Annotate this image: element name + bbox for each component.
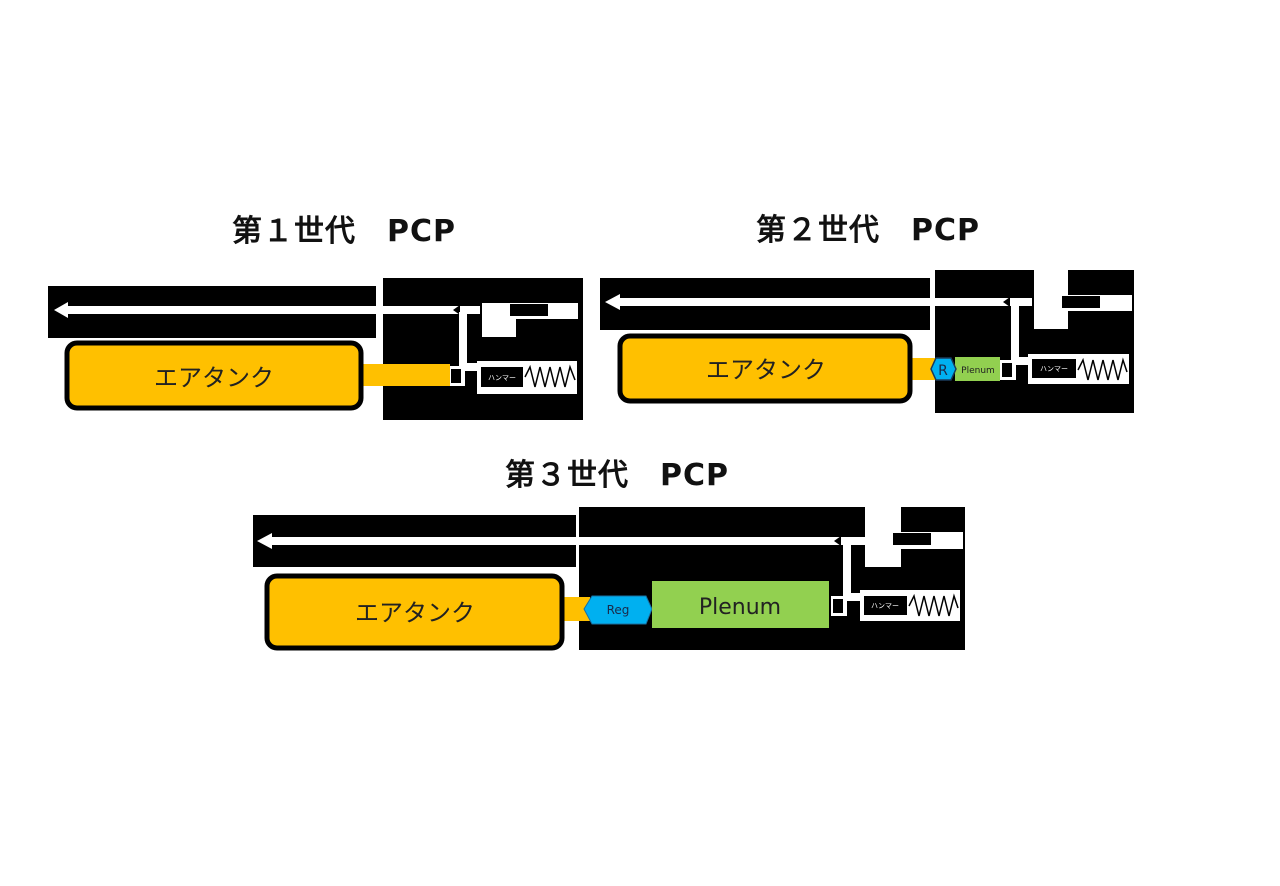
- gen2-regulator-label: R: [938, 363, 948, 379]
- gen2-spring: [1077, 357, 1128, 381]
- gen2-air-tank: [617, 333, 913, 404]
- gen3-hammer: [864, 596, 907, 615]
- gen2-air-tank-label: エアタンク: [706, 356, 826, 384]
- gen1-hammer-label: ハンマー: [488, 374, 516, 382]
- gen3-spring: [908, 593, 959, 617]
- gen2-regulator: [930, 357, 957, 381]
- gen1-receiver: [383, 278, 583, 420]
- gen3-regulator-label: Reg: [607, 603, 630, 617]
- gen1-hammer: [481, 367, 523, 387]
- gen2-plenum: [955, 357, 1000, 381]
- gen3-plenum-label: Plenum: [699, 595, 781, 620]
- gen1-arrow-icon: [54, 302, 68, 318]
- gen3-air-tank-label: エアタンク: [355, 599, 475, 627]
- gen3-title: 第３世代 PCP: [505, 458, 729, 493]
- gen3-bolt: [893, 533, 931, 545]
- gen1-title: 第１世代 PCP: [232, 214, 456, 249]
- gen3-plenum: [652, 581, 829, 628]
- gen2-bolt: [1062, 296, 1100, 308]
- gen3-arrow-icon: [257, 533, 272, 549]
- gen3-receiver: [579, 507, 965, 650]
- gen2-hammer: [1032, 359, 1076, 378]
- gen1-spring: [524, 364, 576, 388]
- gen2-plenum-label: Plenum: [961, 366, 995, 376]
- gen1-bolt: [510, 304, 548, 316]
- gen3-hammer-label: ハンマー: [871, 602, 899, 610]
- gen1-air-tank-label: エアタンク: [154, 364, 274, 392]
- gen2-hammer-label: ハンマー: [1040, 365, 1068, 373]
- gen1-tank-neck: [356, 364, 450, 386]
- gen2-arrow-icon: [605, 294, 620, 310]
- gen1-air-tank: [64, 340, 364, 411]
- gen3-air-tank: [264, 573, 565, 651]
- gen2-title: 第２世代 PCP: [756, 213, 980, 248]
